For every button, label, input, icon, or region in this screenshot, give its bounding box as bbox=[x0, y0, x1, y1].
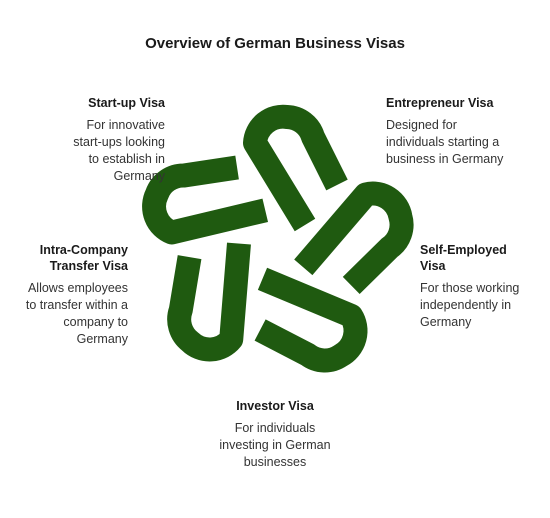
entrepreneur-visa-description: Designed for individuals starting a busi… bbox=[386, 118, 504, 166]
knot-loop-right bbox=[294, 181, 414, 294]
knot-loop-left bbox=[142, 155, 269, 245]
knot-loop-bottom-left bbox=[167, 240, 251, 362]
startup-visa-description: For innovative start-ups looking to esta… bbox=[73, 118, 165, 183]
self-employed-visa-block: Self-Employed Visa For those working ind… bbox=[420, 242, 535, 331]
intra-company-visa-block: Intra-Company Transfer Visa Allows emplo… bbox=[15, 242, 128, 348]
self-employed-visa-description: For those working independently in Germa… bbox=[420, 281, 520, 329]
investor-visa-block: Investor Visa For individuals investing … bbox=[215, 398, 335, 471]
startup-visa-block: Start-up Visa For innovative start-ups l… bbox=[70, 95, 165, 185]
intra-company-visa-description: Allows employees to transfer within a co… bbox=[25, 281, 128, 346]
investor-visa-description: For individuals investing in German busi… bbox=[219, 421, 331, 469]
investor-visa-title: Investor Visa bbox=[236, 399, 314, 413]
self-employed-visa-title: Self-Employed Visa bbox=[420, 243, 507, 273]
knot-loop-bottom-right bbox=[253, 267, 368, 373]
diagram-title: Overview of German Business Visas bbox=[145, 35, 405, 52]
intra-company-visa-title: Intra-Company Transfer Visa bbox=[39, 243, 128, 273]
entrepreneur-visa-title: Entrepreneur Visa bbox=[386, 96, 494, 110]
startup-visa-title: Start-up Visa bbox=[88, 96, 165, 110]
knot-loop-top bbox=[243, 104, 348, 232]
interlocking-knot-graphic bbox=[142, 104, 414, 373]
entrepreneur-visa-block: Entrepreneur Visa Designed for individua… bbox=[386, 95, 506, 168]
